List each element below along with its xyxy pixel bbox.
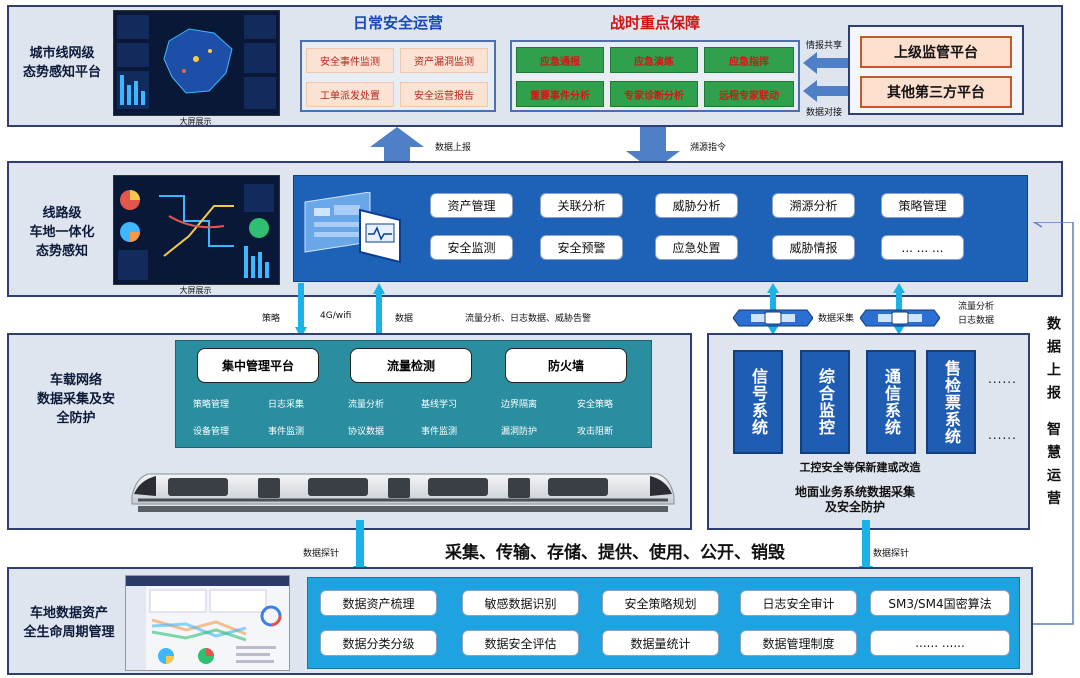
asset-btn-mgmt-system[interactable]: 数据管理制度	[740, 630, 857, 656]
layer2-caption: 大屏展示	[179, 286, 212, 295]
daily-item-2: 工单派发处置	[306, 82, 394, 107]
asset-btn-sm-algo[interactable]: SM3/SM4国密算法	[870, 590, 1010, 616]
trace-down-label: 溯源指令	[690, 143, 727, 153]
asset-btn-classify[interactable]: 数据分类分级	[320, 630, 437, 656]
lifecycle-text: 采集、传输、存储、提供、使用、公开、销毁	[445, 543, 785, 563]
dock-label: 数据对接	[806, 108, 843, 118]
data-dashboard-icon	[126, 576, 289, 670]
wartime-title: 战时重点保障	[609, 14, 700, 32]
block0-item-0: 策略管理	[193, 400, 230, 410]
block1-item-1: 基线学习	[421, 400, 458, 410]
system-ticketing[interactable]: 售检票系统	[926, 350, 976, 454]
probe-right-label: 数据探针	[873, 549, 910, 559]
block2-item-3: 攻击阻断	[577, 427, 614, 437]
line-btn-threat-analysis[interactable]: 威胁分析	[655, 193, 738, 218]
system-dots-0: ......	[988, 372, 1017, 386]
wartime-item-2: 应急指挥	[704, 47, 794, 73]
situation-panel	[293, 175, 1028, 282]
right-flow-label: 流量分析 日志数据	[958, 302, 995, 326]
system-dots-1: ......	[988, 428, 1017, 442]
layer2-title: 线路级 车地一体化 态势感知	[29, 206, 95, 259]
block0-item-3: 事件监测	[268, 427, 305, 437]
layer3-title: 车载网络 数据采集及安 全防护	[36, 373, 115, 426]
ground-title: 地面业务系统数据采集 及安全防护	[794, 485, 915, 514]
daily-item-0: 安全事件监测	[306, 48, 394, 73]
asset-btn-evaluate[interactable]: 数据安全评估	[462, 630, 579, 656]
flow-label: 流量分析、日志数据、威胁告警	[465, 314, 592, 324]
asset-btn-policy[interactable]: 安全策略规划	[602, 590, 719, 616]
asset-btn-more[interactable]: ...... ......	[870, 630, 1010, 656]
daily-item-3: 安全运营报告	[400, 82, 488, 107]
collect-arrow-left-icon	[767, 283, 779, 335]
wartime-item-0: 应急通报	[516, 47, 604, 73]
share-label: 情报共享	[806, 41, 843, 51]
block0-item-1: 日志采集	[268, 400, 305, 410]
line-btn-security-monitor[interactable]: 安全监测	[430, 235, 513, 260]
dock-arrow-icon	[803, 80, 849, 102]
wartime-item-4: 专家诊断分析	[610, 81, 698, 107]
wartime-item-3: 重要事件分析	[516, 81, 604, 107]
big-screen-image-1	[113, 10, 280, 116]
block1-item-3: 事件监测	[421, 427, 458, 437]
monitor-icon	[304, 192, 401, 264]
block0-item-2: 设备管理	[193, 427, 230, 437]
sys-note: 工控安全等保新建或改造	[799, 461, 921, 474]
report-up-arrow-icon	[370, 127, 424, 171]
daily-item-1: 资产漏洞监测	[400, 48, 488, 73]
system-comm[interactable]: 通信系统	[866, 350, 916, 454]
report-up-label: 数据上报	[435, 143, 472, 153]
block1-item-0: 流量分析	[348, 400, 385, 410]
layer4-title: 车地数据资产 全生命周期管理	[23, 606, 115, 640]
block2-item-2: 漏洞防护	[501, 427, 538, 437]
data-up-arrow-icon	[373, 283, 385, 338]
map-screen-icon	[114, 11, 279, 115]
asset-btn-sensitive[interactable]: 敏感数据识别	[462, 590, 579, 616]
platform-third-party: 其他第三方平台	[860, 76, 1012, 108]
trace-down-arrow-icon	[626, 127, 680, 171]
asset-btn-log-audit[interactable]: 日志安全审计	[740, 590, 857, 616]
asset-btn-volume[interactable]: 数据量统计	[602, 630, 719, 656]
wartime-item-5: 远程专家联动	[704, 81, 794, 107]
data-dashboard-image	[125, 575, 290, 671]
line-btn-correlation[interactable]: 关联分析	[540, 193, 623, 218]
block2-item-1: 安全策略	[577, 400, 614, 410]
net-label: 4G/wifi	[320, 311, 352, 321]
strategy-down-arrow-icon	[295, 283, 307, 338]
train-icon	[131, 473, 675, 512]
side-vertical-text: 数据上报 智慧运营	[1045, 316, 1061, 514]
block2-item-0: 边界隔离	[501, 400, 538, 410]
line-btn-trace-analysis[interactable]: 溯源分析	[772, 193, 855, 218]
block-central-mgmt[interactable]: 集中管理平台	[197, 348, 319, 383]
switch-device-right-icon	[860, 309, 940, 327]
line-btn-emergency[interactable]: 应急处置	[655, 235, 738, 260]
line-btn-policy-mgmt[interactable]: 策略管理	[881, 193, 964, 218]
wartime-item-1: 应急演练	[610, 47, 698, 73]
daily-ops-title: 日常安全运营	[352, 14, 443, 32]
layer1-caption: 大屏展示	[179, 117, 212, 126]
block-flow-detect[interactable]: 流量检测	[350, 348, 472, 383]
block1-item-2: 协议数据	[348, 427, 385, 437]
line-btn-more[interactable]: ... ... ...	[881, 235, 964, 260]
strategy-label: 策略	[262, 314, 281, 324]
layer1-title: 城市线网级 态势感知平台	[22, 46, 101, 80]
asset-btn-sort[interactable]: 数据资产梳理	[320, 590, 437, 616]
line-btn-asset-mgmt[interactable]: 资产管理	[430, 193, 513, 218]
line-btn-security-warning[interactable]: 安全预警	[540, 235, 623, 260]
dashboard-screen-icon	[114, 176, 279, 284]
switch-device-left-icon	[733, 309, 813, 327]
big-screen-image-2	[113, 175, 280, 285]
data-label: 数据	[395, 314, 414, 324]
block-firewall[interactable]: 防火墙	[505, 348, 627, 383]
probe-left-label: 数据探针	[303, 549, 340, 559]
collect-arrow-right-icon	[893, 283, 905, 335]
feedback-line-icon	[1030, 222, 1074, 625]
collect-label: 数据采集	[818, 314, 855, 324]
share-arrow-icon	[803, 52, 849, 74]
system-signal[interactable]: 信号系统	[733, 350, 783, 454]
system-monitoring[interactable]: 综合监控	[800, 350, 850, 454]
line-btn-threat-intel[interactable]: 威胁情报	[772, 235, 855, 260]
platform-superior: 上级监管平台	[860, 36, 1012, 68]
